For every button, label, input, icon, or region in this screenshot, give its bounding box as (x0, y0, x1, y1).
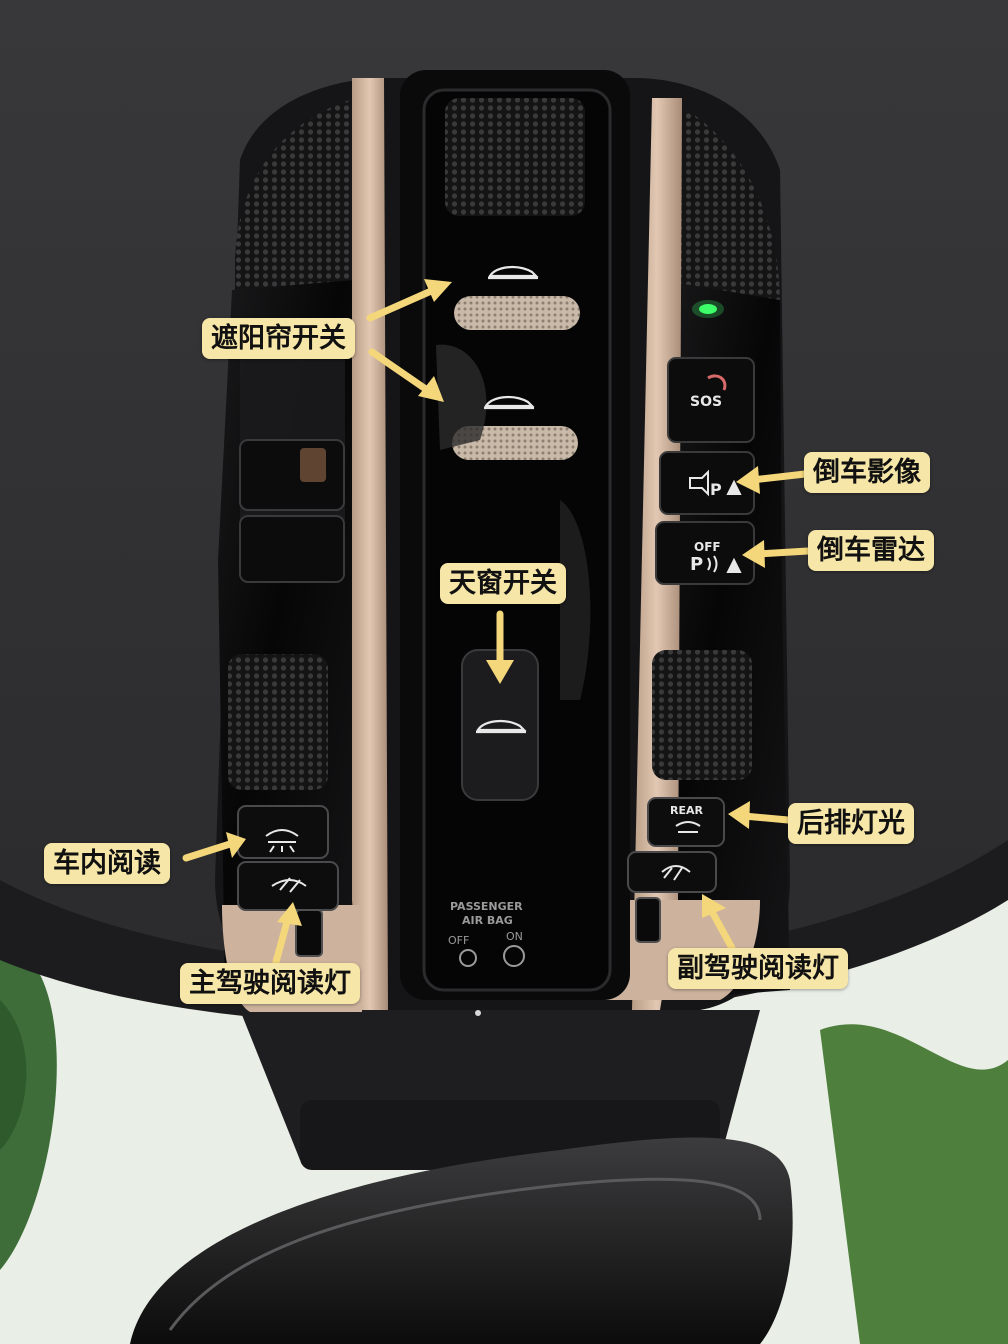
annotation-arrows (182, 279, 812, 966)
label-interior-reading: 车内阅读 (44, 843, 170, 885)
label-reverse-camera: 倒车影像 (804, 452, 930, 494)
label-sunshade-switch: 遮阳帘开关 (202, 318, 355, 360)
label-sunroof-switch: 天窗开关 (440, 563, 566, 605)
label-parking-radar: 倒车雷达 (808, 530, 934, 572)
label-driver-reading-light: 主驾驶阅读灯 (180, 963, 360, 1005)
label-passenger-reading-light: 副驾驶阅读灯 (668, 948, 848, 990)
label-rear-light: 后排灯光 (788, 803, 914, 845)
